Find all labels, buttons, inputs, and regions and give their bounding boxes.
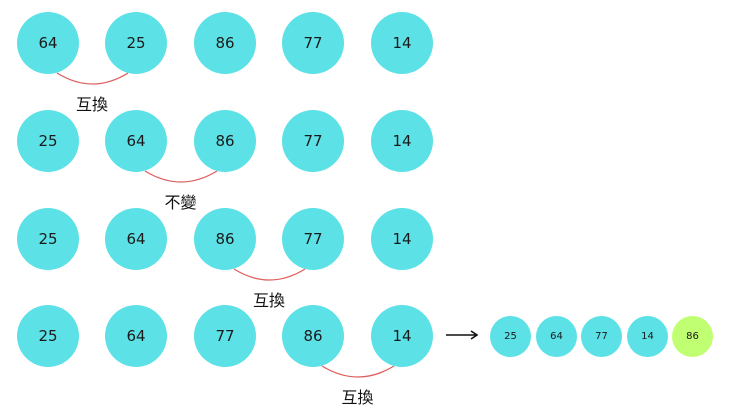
- comparison-label: 互換: [341, 388, 374, 407]
- result-node-highlighted: 86: [672, 316, 713, 357]
- node-circle: 25: [105, 12, 167, 74]
- node-circle: 25: [17, 305, 79, 367]
- comparison-label: 互換: [252, 291, 286, 310]
- node-circle: 14: [371, 305, 433, 367]
- node-circle: 14: [371, 110, 433, 172]
- node-circle: 86: [282, 305, 344, 367]
- node-circle: 86: [194, 110, 256, 172]
- node-circle: 77: [282, 12, 344, 74]
- node-circle: 64: [17, 12, 79, 74]
- node-circle: 86: [194, 208, 256, 270]
- node-circle: 86: [194, 12, 256, 74]
- comparison-arc: [321, 365, 395, 378]
- arrow-right-icon: [446, 330, 479, 340]
- node-circle: 14: [371, 208, 433, 270]
- node-circle: 64: [105, 305, 167, 367]
- comparison-label: 不變: [164, 193, 197, 212]
- node-circle: 77: [282, 110, 344, 172]
- node-circle: 25: [17, 110, 79, 172]
- node-circle: 14: [371, 12, 433, 74]
- result-node: 14: [627, 316, 668, 357]
- node-circle: 77: [194, 305, 256, 367]
- result-node: 25: [490, 316, 531, 357]
- comparison-arc: [56, 72, 129, 85]
- comparison-arc: [144, 170, 218, 183]
- result-node: 64: [536, 316, 577, 357]
- comparison-arc: [233, 268, 306, 281]
- node-circle: 25: [17, 208, 79, 270]
- node-circle: 64: [105, 208, 167, 270]
- node-circle: 64: [105, 110, 167, 172]
- node-circle: 77: [282, 208, 344, 270]
- result-node: 77: [581, 316, 622, 357]
- comparison-label: 互換: [75, 95, 109, 114]
